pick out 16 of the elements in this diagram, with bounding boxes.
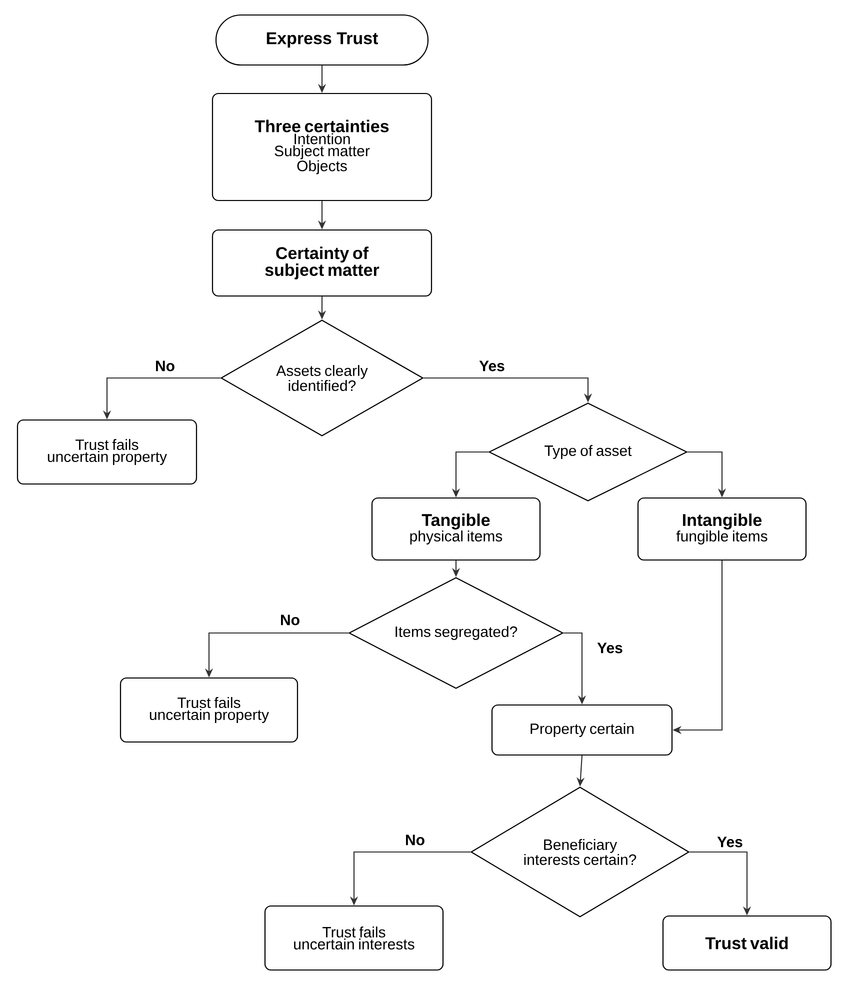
process-box: Trust fails uncertain property — [120, 677, 298, 743]
start-terminal: Express Trust — [215, 14, 429, 66]
process-box: Three certainties Intention Subject matter Objects — [212, 92, 432, 202]
process-box: Trust valid — [662, 915, 832, 971]
process-box: Trust fails uncertain property — [16, 419, 198, 485]
edge-label: Yes — [478, 360, 506, 372]
edge-label: No — [154, 360, 176, 372]
process-box: Intangible fungible items — [637, 497, 807, 561]
edge-label: Yes — [716, 836, 744, 848]
edge-label: No — [404, 834, 426, 846]
process-box: Tangible physical items — [371, 497, 541, 561]
process-box: Property certain — [491, 704, 673, 756]
process-box: Certainty of subject matter — [212, 229, 432, 297]
edge-label: No — [279, 614, 301, 626]
process-box: Trust fails uncertain interests — [264, 905, 444, 971]
edge-label: Yes — [596, 642, 624, 654]
